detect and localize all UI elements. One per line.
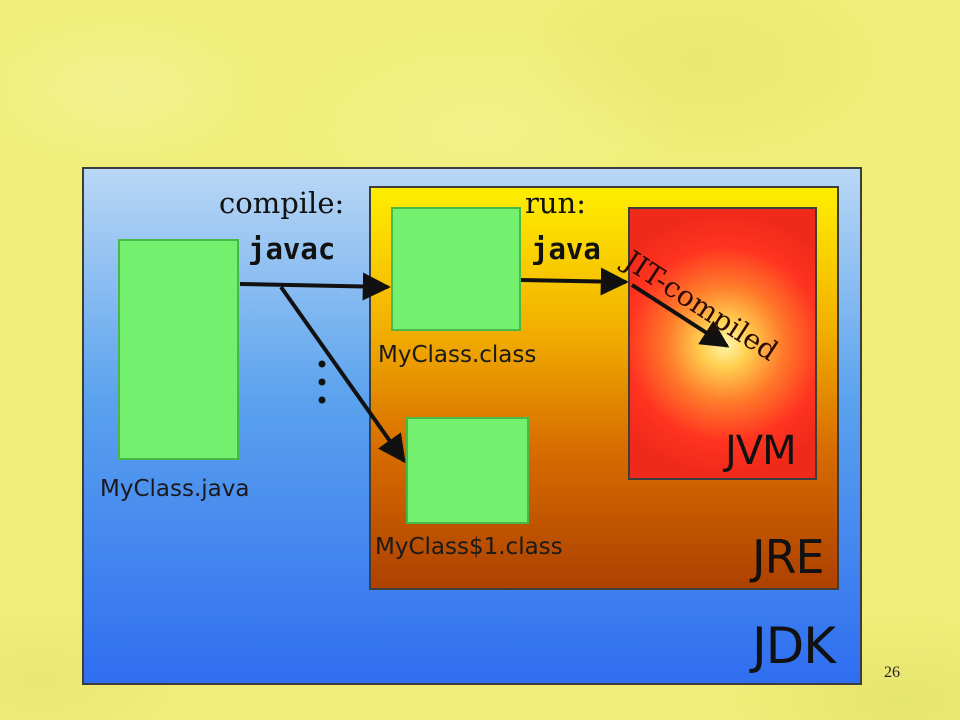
inner-class-file-box <box>406 417 529 524</box>
jdk-label: JDK <box>752 617 836 675</box>
java-command-label: java <box>531 232 601 266</box>
javac-command-label: javac <box>248 232 336 266</box>
jre-label: JRE <box>752 530 825 584</box>
compile-step-label: compile: <box>219 186 345 220</box>
jvm-label: JVM <box>725 428 797 474</box>
source-file-label: MyClass.java <box>100 476 250 502</box>
class-file-label: MyClass.class <box>378 342 537 368</box>
page-number: 26 <box>884 664 900 681</box>
class-file-box <box>391 207 521 331</box>
run-step-label: run: <box>525 186 586 220</box>
source-file-box <box>118 239 239 460</box>
inner-class-file-label: MyClass$1.class <box>375 534 563 560</box>
